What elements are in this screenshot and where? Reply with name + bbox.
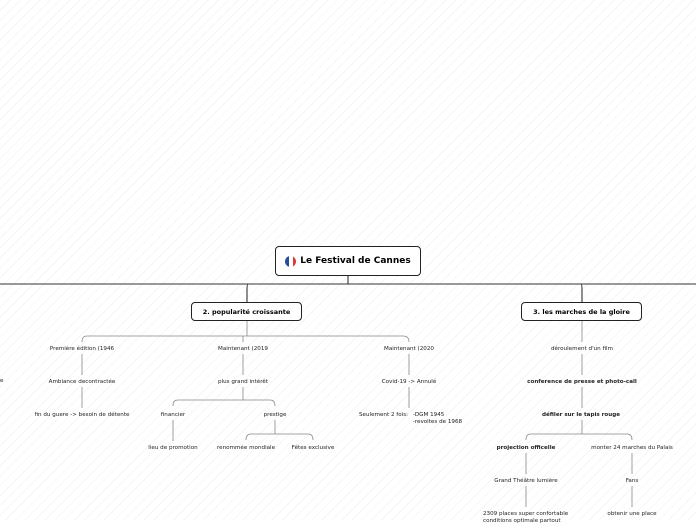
topic-fetes-exclusive[interactable]: Fêtes exclusive	[291, 445, 335, 451]
topic-fin-guerre[interactable]: fin du guere -> besoin de détente	[34, 412, 130, 418]
topic-maintenant-2020[interactable]: Maintenant (2020	[384, 346, 434, 352]
topic-projection-officielle[interactable]: projection officelle	[496, 445, 556, 451]
seulement-dgm: -DGM 1945	[412, 412, 445, 418]
seulement-label: Seulement 2 fois:	[359, 412, 409, 418]
topic-monter-24-marches[interactable]: monter 24 marches du Palais	[591, 445, 673, 451]
cut-off-node-label[interactable]: e	[0, 378, 4, 384]
topic-conference-presse[interactable]: conference de presse et photo-call	[527, 379, 637, 385]
places-line-2: conditions optimale partout	[483, 518, 561, 524]
topic-fans[interactable]: Fans	[625, 478, 639, 484]
branch-popularite-label: 2. popularité croissante	[202, 307, 291, 316]
root-topic-node[interactable]: Le Festival de Cannes	[275, 246, 421, 276]
places-line-1: 2309 places super confortable	[483, 511, 569, 517]
branch-marches-label: 3. les marches de la gloire	[533, 307, 630, 316]
seulement-revoltes: -revoltes de 1968	[412, 419, 463, 425]
topic-prestige[interactable]: prestige	[263, 412, 287, 418]
topic-obtenir-une-place[interactable]: obtenir une place	[607, 511, 657, 517]
topic-covid-annule[interactable]: Covid-19 -> Annulé	[381, 379, 437, 385]
topic-ambiance[interactable]: Ambiance decontractée	[48, 379, 116, 385]
topic-lieu-de-promotion[interactable]: lieu de promotion	[148, 445, 198, 451]
topic-grand-theatre-lumiere[interactable]: Grand Théâtre lumière	[494, 478, 558, 484]
topic-renommee-mondiale[interactable]: renommée mondiale	[216, 445, 276, 451]
root-topic-label: Le Festival de Cannes	[300, 256, 411, 266]
topic-financier[interactable]: financier	[160, 412, 186, 418]
branch-marches-node[interactable]: 3. les marches de la gloire	[521, 302, 642, 321]
topic-seulement-2-fois[interactable]: Seulement 2 fois: -DGM 1945 -revoltes de…	[359, 412, 462, 426]
french-flag-icon	[285, 255, 297, 267]
topic-defiler-tapis-rouge[interactable]: défiler sur le tapis rouge	[541, 412, 621, 418]
branch-popularite-node[interactable]: 2. popularité croissante	[191, 302, 302, 321]
topic-plus-grand-interet[interactable]: plus grand intérêt	[217, 379, 269, 385]
topic-deroulement-film[interactable]: déroulement d'un film	[550, 346, 614, 352]
topic-premiere-edition[interactable]: Première édition (1946	[49, 346, 115, 352]
topic-2309-places[interactable]: 2309 places super confortable conditions…	[483, 511, 568, 525]
topic-maintenant-2019[interactable]: Maintenant (2019	[218, 346, 268, 352]
